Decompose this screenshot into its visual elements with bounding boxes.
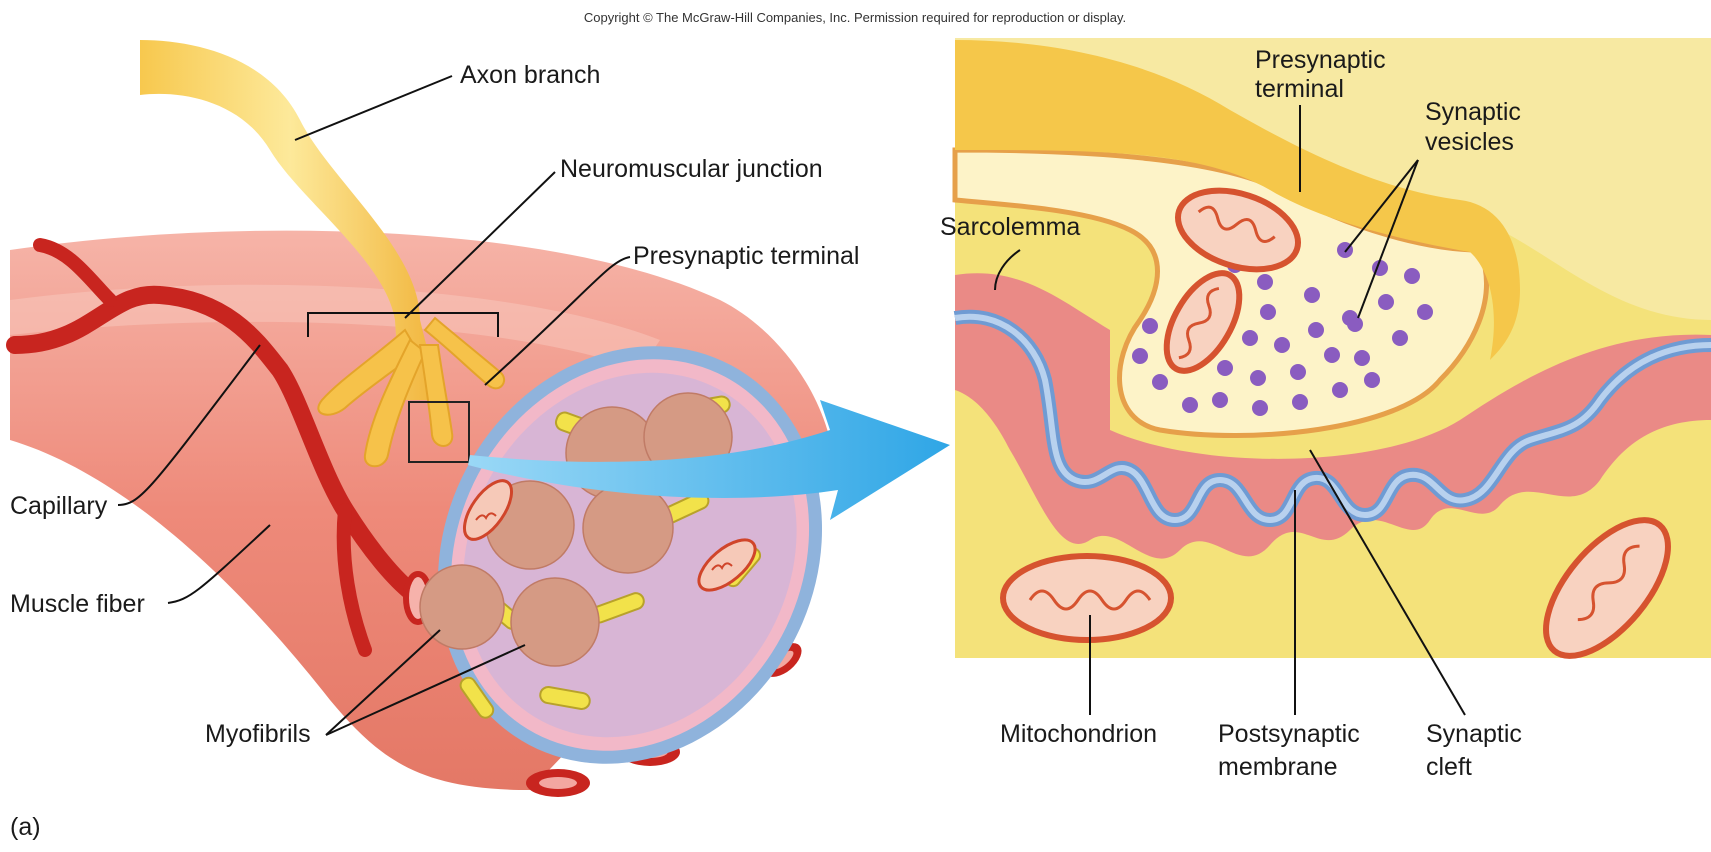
leader-axon-branch [295,76,452,140]
label-muscle-fiber: Muscle fiber [10,590,145,618]
label-myofibrils: Myofibrils [205,720,311,748]
panel-label: (a) [10,813,41,841]
copyright-text: Copyright © The McGraw-Hill Companies, I… [584,10,1126,25]
label-presynaptic-terminal-right-line1: Presynaptic [1255,46,1386,74]
mitochondrion [1003,556,1171,640]
myofibril [511,578,599,666]
label-synaptic-cleft-line1: Synaptic [1426,720,1522,748]
label-synaptic-vesicles-line2: vesicles [1425,128,1514,156]
label-synaptic-vesicles-line1: Synaptic [1425,98,1521,126]
label-synaptic-cleft-line2: cleft [1426,753,1472,781]
label-presynaptic-terminal-left: Presynaptic terminal [633,242,859,270]
label-neuromuscular-junction: Neuromuscular junction [560,155,823,183]
label-mitochondrion: Mitochondrion [1000,720,1157,748]
label-axon-branch: Axon branch [460,61,600,89]
myofibril [583,483,673,573]
label-presynaptic-terminal-right-line2: terminal [1255,75,1344,103]
label-postsynaptic-membrane-line2: membrane [1218,753,1338,781]
label-sarcolemma: Sarcolemma [940,213,1080,241]
label-capillary: Capillary [10,492,108,520]
label-postsynaptic-membrane-line1: Postsynaptic [1218,720,1360,748]
synapse-closeup [955,38,1711,677]
